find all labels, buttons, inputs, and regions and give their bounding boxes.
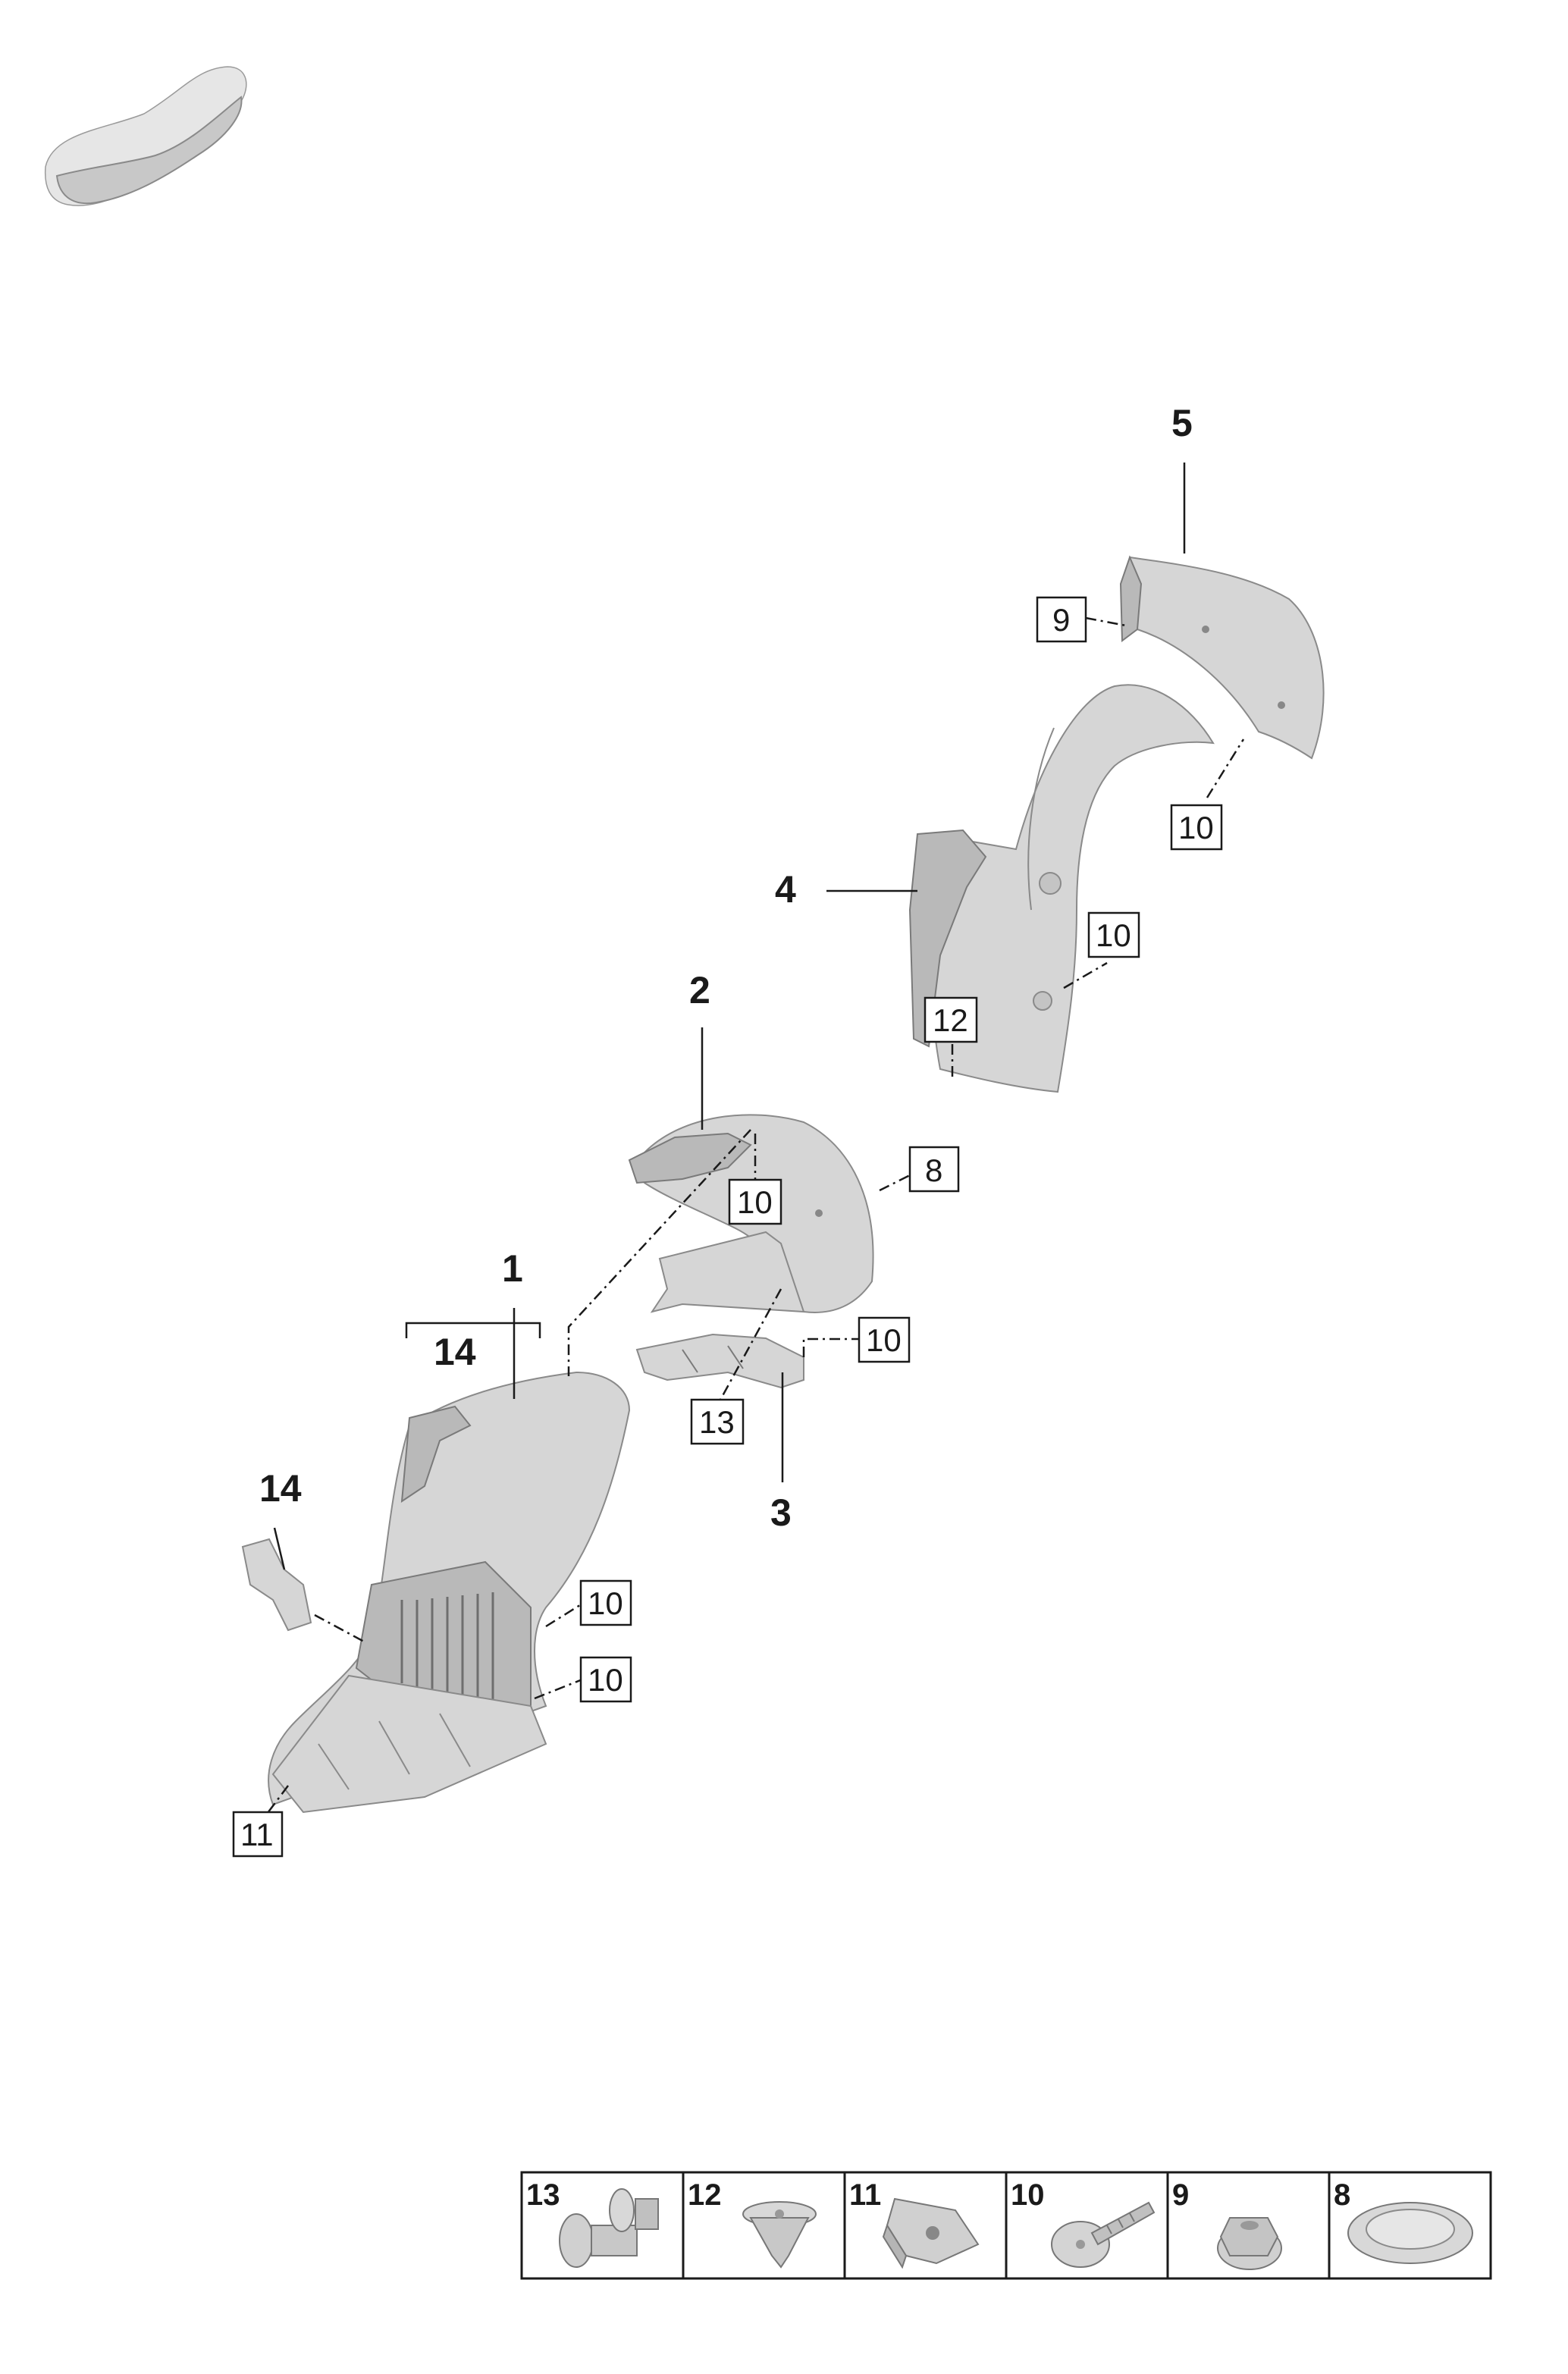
part-5-liner bbox=[1119, 555, 1325, 760]
callout-14: 14 bbox=[259, 1467, 302, 1510]
legend-label-8: 8 bbox=[1334, 2178, 1350, 2212]
svg-text:12: 12 bbox=[933, 1002, 968, 1038]
expanding-clip-icon bbox=[742, 2201, 817, 2269]
speed-nut-icon bbox=[882, 2197, 980, 2269]
svg-text:10: 10 bbox=[866, 1322, 902, 1358]
legend-label-13: 13 bbox=[526, 2178, 560, 2212]
part-14-panel bbox=[241, 1538, 312, 1632]
boxed-ref-9: 9 bbox=[1036, 596, 1087, 643]
part-1-liner bbox=[268, 1371, 631, 1814]
boxed-ref-11: 11 bbox=[232, 1811, 284, 1858]
grommet-icon bbox=[1347, 2202, 1473, 2264]
svg-text:10: 10 bbox=[1096, 917, 1131, 953]
callout-5: 5 bbox=[1171, 402, 1193, 444]
svg-text:9: 9 bbox=[1052, 602, 1070, 638]
boxed-ref-10-part5: 10 bbox=[1170, 804, 1223, 851]
vehicle-thumbnail bbox=[44, 66, 247, 206]
svg-text:11: 11 bbox=[240, 1817, 274, 1852]
part-3-bracket bbox=[635, 1333, 804, 1389]
legend-label-12: 12 bbox=[688, 2178, 722, 2212]
screw-icon bbox=[1051, 2201, 1156, 2268]
svg-text:10: 10 bbox=[737, 1184, 773, 1220]
callout-14-bracket: 14 bbox=[434, 1331, 476, 1373]
svg-text:10: 10 bbox=[1178, 810, 1214, 845]
svg-text:10: 10 bbox=[588, 1662, 623, 1698]
callout-2: 2 bbox=[689, 969, 710, 1011]
boxed-ref-10-part2: 10 bbox=[728, 1178, 782, 1225]
part-2-liner bbox=[628, 1114, 874, 1313]
dashdot-leaders bbox=[265, 616, 1245, 1817]
boxed-ref-10-part1-upper: 10 bbox=[579, 1579, 632, 1626]
boxed-ref-10-part1-lower: 10 bbox=[579, 1656, 632, 1703]
callout-1: 1 bbox=[502, 1247, 523, 1290]
callout-3: 3 bbox=[770, 1491, 792, 1534]
part-4-liner bbox=[908, 684, 1215, 1093]
boxed-ref-10-part4: 10 bbox=[1087, 911, 1140, 958]
boxed-ref-13: 13 bbox=[690, 1398, 745, 1445]
legend-label-10: 10 bbox=[1011, 2178, 1045, 2212]
flange-nut-icon bbox=[1217, 2217, 1282, 2270]
boxed-ref-12: 12 bbox=[924, 996, 978, 1043]
svg-text:10: 10 bbox=[588, 1585, 623, 1621]
boxed-ref-10-part3: 10 bbox=[858, 1316, 911, 1363]
legend-label-11: 11 bbox=[849, 2178, 881, 2212]
leader-lines bbox=[273, 463, 1186, 1570]
legend-label-9: 9 bbox=[1172, 2178, 1189, 2212]
boxed-ref-8: 8 bbox=[908, 1146, 960, 1193]
callout-4: 4 bbox=[775, 868, 796, 911]
ventilation-grille bbox=[400, 1592, 494, 1704]
svg-text:8: 8 bbox=[925, 1153, 942, 1188]
push-rivet-icon bbox=[559, 2188, 659, 2268]
fastener-legend: 13 12 11 10 9 8 bbox=[520, 2171, 1492, 2280]
svg-text:13: 13 bbox=[699, 1404, 735, 1440]
